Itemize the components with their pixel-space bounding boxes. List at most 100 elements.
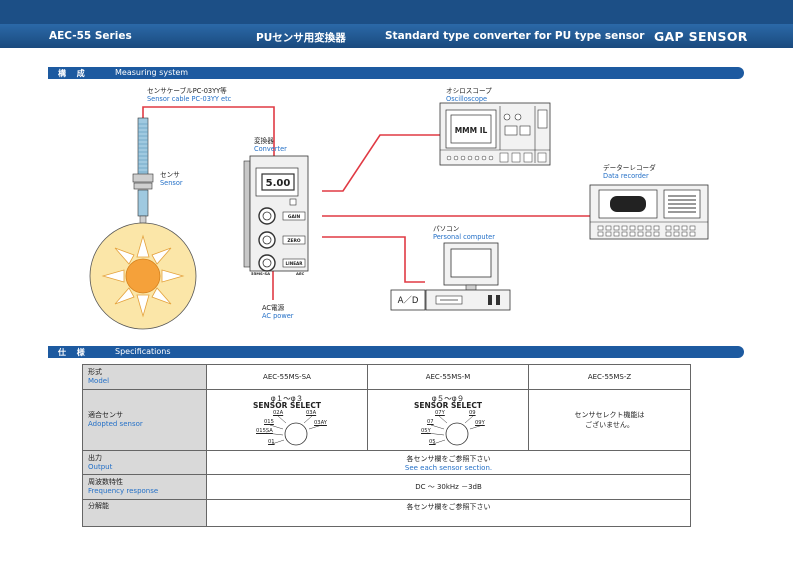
spec-table: 形式 Model AEC-55MS-SA AEC-55MS-M AEC-55MS…	[82, 364, 691, 527]
brand-logo: GAP SENSOR	[654, 29, 748, 44]
converter-unit	[243, 155, 309, 272]
spec-bar-jp: 仕 様	[58, 348, 89, 357]
recorder-label: データーレコーダ Data recorder	[603, 164, 656, 180]
sensor-label-en: Sensor	[160, 179, 183, 187]
converter-label-jp: 変換器	[254, 137, 274, 145]
title-en: Standard type converter for PU type sens…	[385, 30, 645, 42]
table-row-frequency: 周波数特性 Frequency response DC ～ 30kHz －3dB	[82, 474, 691, 500]
sa-label-03a: 03A	[306, 410, 317, 416]
sa-range: φ１～φ３	[270, 394, 304, 403]
row-header-output: 出力 Output	[82, 450, 207, 475]
ac-label-en: AC power	[262, 312, 294, 320]
series-name: AEC-55 Series	[49, 30, 132, 42]
m-label-07y: 07Y	[435, 410, 445, 416]
recorder-label-jp: データーレコーダ	[603, 164, 656, 172]
ac-label-jp: AC電源	[262, 304, 285, 312]
table-row-adopted-sensor: 適合センサ Adopted sensor φ１～φ３ SENSOR SELECT…	[82, 389, 691, 451]
adopted-en: Adopted sensor	[88, 420, 143, 428]
adopted-z-cell: センサセレクト機能は ございません。	[528, 389, 691, 451]
freq-jp: 周波数特性	[88, 478, 123, 486]
sensor-select-dial-sa: φ１～φ３ SENSOR SELECT 02A 03A 015 03AY 015…	[242, 392, 332, 448]
osc-label-en: Oscilloscope	[446, 95, 488, 103]
model-jp: 形式	[88, 368, 102, 376]
converter-model-tag: 55MS-SA	[251, 271, 270, 276]
dial-icon	[426, 415, 484, 446]
sensor-cable-line	[142, 106, 275, 156]
m-label-09: 09	[469, 410, 476, 416]
ad-label: A／D	[398, 296, 419, 306]
output-value-en: See each sensor section.	[404, 463, 493, 472]
spec-bar-en: Specifications	[115, 347, 171, 356]
m-range: φ５～φ９	[431, 394, 465, 403]
converter-maker-tag: AEC	[296, 271, 305, 276]
recorder-label-en: Data recorder	[603, 172, 649, 180]
row-header-adopted: 適合センサ Adopted sensor	[82, 389, 207, 451]
pc-label-jp: パソコン	[433, 225, 460, 233]
model-en: Model	[88, 377, 110, 385]
sa-label-02a: 02A	[273, 410, 284, 416]
z-note-2: ございません。	[585, 421, 634, 429]
table-row-model: 形式 Model AEC-55MS-SA AEC-55MS-M AEC-55MS…	[82, 364, 691, 390]
ac-power-label: AC電源 AC power	[262, 304, 293, 320]
osc-label: オシロスコープ Oscilloscope	[446, 87, 492, 103]
m-label-09y: 09Y	[475, 420, 485, 426]
osc-label-jp: オシロスコープ	[446, 87, 492, 95]
sensor-label: センサ Sensor	[160, 171, 183, 187]
m-select-title: SENSOR SELECT	[413, 401, 482, 410]
personal-computer	[390, 242, 511, 311]
measuring-section-bar: 構 成 Measuring system	[48, 67, 744, 79]
cable-label: センサケーブルPC-03YY等 Sensor cable PC-03YY etc	[147, 87, 231, 103]
osc-line	[322, 134, 440, 192]
zero-label: ZERO	[287, 238, 301, 244]
table-row-output: 出力 Output 各センサ欄をご参照下さい See each sensor s…	[82, 450, 691, 475]
adopted-sa-cell: φ１～φ３ SENSOR SELECT 02A 03A 015 03AY 015…	[206, 389, 368, 451]
converter-display-value: 5.00	[266, 178, 291, 189]
cable-label-jp: センサケーブルPC-03YY等	[147, 87, 227, 95]
model-sa: AEC-55MS-SA	[206, 364, 368, 390]
converter-label-en: Converter	[254, 145, 287, 153]
measuring-system-diagram: 5.00 GAIN ZERO LINEAR 55MS-SA AEC MMM IL…	[89, 102, 709, 330]
target-wheel	[89, 222, 197, 330]
freq-value: DC ～ 30kHz －3dB	[206, 474, 691, 500]
pc-line	[322, 236, 425, 283]
resolution-jp: 分解能	[88, 502, 109, 510]
page-header: AEC-55 Series PUセンサ用変換器 Standard type co…	[0, 24, 793, 48]
model-m: AEC-55MS-M	[367, 364, 529, 390]
oscilloscope	[439, 102, 551, 166]
dial-icon	[265, 415, 323, 446]
sa-label-015sa: 015SA	[256, 428, 273, 434]
data-recorder	[589, 184, 709, 240]
model-z: AEC-55MS-Z	[528, 364, 691, 390]
resolution-value: 各センサ欄をご参照下さい	[206, 499, 691, 527]
top-strip	[0, 0, 793, 24]
output-jp: 出力	[88, 453, 102, 462]
measuring-bar-en: Measuring system	[115, 68, 189, 77]
sensor-label-jp: センサ	[160, 171, 180, 179]
cable-label-en: Sensor cable PC-03YY etc	[147, 95, 232, 103]
table-row-resolution: 分解能 各センサ欄をご参照下さい	[82, 499, 691, 527]
output-value-jp: 各センサ欄をご参照下さい	[406, 454, 491, 463]
sa-label-01: 01	[268, 439, 275, 445]
converter-label: 変換器 Converter	[254, 137, 287, 153]
osc-display: MMM IL	[455, 126, 488, 135]
output-value: 各センサ欄をご参照下さい See each sensor section.	[206, 450, 691, 475]
sensor-probe	[132, 117, 154, 224]
row-header-resolution: 分解能	[82, 499, 207, 527]
z-note-1: センサセレクト機能は	[574, 411, 645, 419]
title-jp: PUセンサ用変換器	[256, 32, 346, 44]
m-label-05: 05	[429, 439, 436, 445]
measuring-bar-jp: 構 成	[58, 69, 89, 78]
sensor-select-dial-m: φ５～φ９ SENSOR SELECT 07Y 09 07 09Y 05Y 05	[403, 392, 493, 448]
ad-converter-box	[390, 289, 426, 311]
gain-label: GAIN	[288, 214, 301, 220]
freq-en: Frequency response	[88, 487, 159, 495]
spec-section-bar: 仕 様 Specifications	[48, 346, 744, 358]
adopted-jp: 適合センサ	[88, 411, 123, 419]
row-header-model: 形式 Model	[82, 364, 207, 390]
m-label-07: 07	[427, 419, 434, 425]
adopted-m-cell: φ５～φ９ SENSOR SELECT 07Y 09 07 09Y 05Y 05	[367, 389, 529, 451]
pc-label: パソコン Personal computer	[433, 225, 495, 241]
sa-label-015: 015	[264, 419, 274, 425]
sa-select-title: SENSOR SELECT	[252, 401, 321, 410]
row-header-frequency: 周波数特性 Frequency response	[82, 474, 207, 500]
